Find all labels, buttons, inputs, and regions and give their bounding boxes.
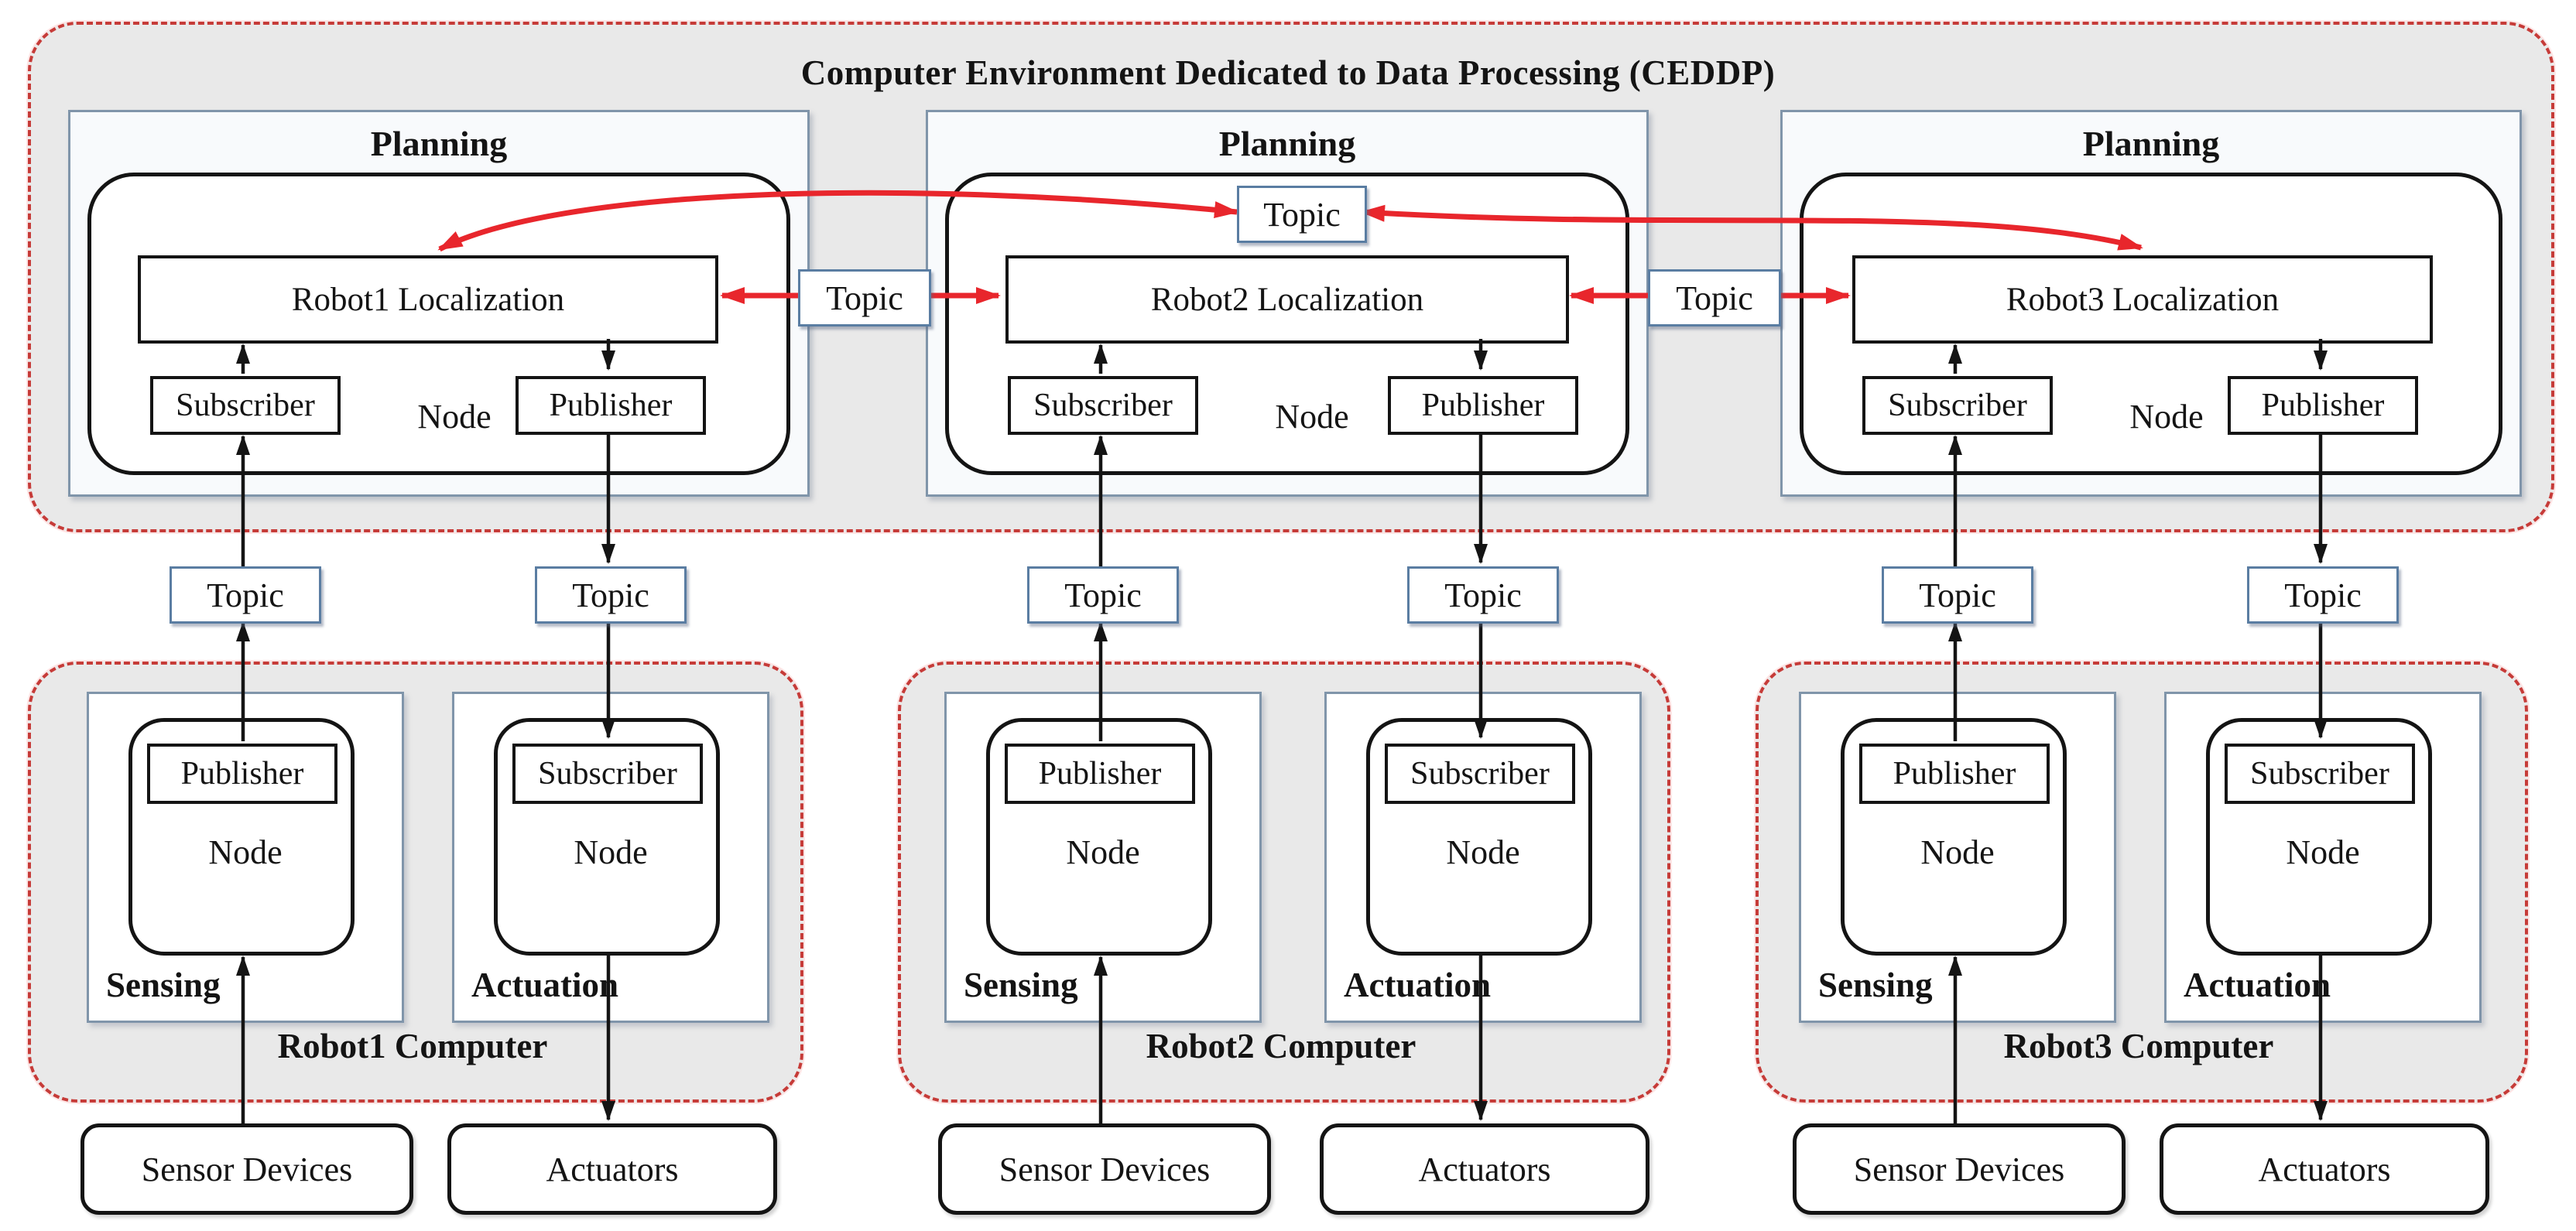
actuation-panel-3: Subscriber Node Actuation <box>2164 692 2482 1023</box>
node-label: Node <box>2286 833 2360 871</box>
node-label: Node <box>574 833 648 871</box>
localization-box-3: Robot3 Localization <box>1852 255 2433 344</box>
topic-box-sensing-3: Topic <box>1882 566 2033 624</box>
topic-box-actuation-1: Topic <box>535 566 687 624</box>
sensing-label: Sensing <box>106 966 221 1004</box>
red-curve-central-topic-loc3 <box>1360 204 2143 251</box>
red-curve-central-topic-loc1 <box>437 190 1239 252</box>
sensing-publisher-box: Publisher <box>1859 744 2050 804</box>
sensing-publisher-box: Publisher <box>1005 744 1195 804</box>
sensor-devices-box-3: Sensor Devices <box>1793 1123 2126 1215</box>
subscriber-box: Subscriber <box>1862 376 2053 435</box>
planning-panel-1: Planning Robot1 Localization Subscriber … <box>68 110 810 497</box>
localization-box-1: Robot1 Localization <box>138 255 718 344</box>
publisher-box: Publisher <box>1388 376 1578 435</box>
publisher-box: Publisher <box>2228 376 2418 435</box>
actuators-box-2: Actuators <box>1320 1123 1649 1215</box>
topic-box-central: Topic <box>1237 186 1367 243</box>
robot-computer-title-1: Robot1 Computer <box>277 1027 548 1065</box>
actuation-label: Actuation <box>2184 966 2331 1004</box>
node-label: Node <box>1275 397 1349 436</box>
actuators-box-3: Actuators <box>2160 1123 2489 1215</box>
node-label: Node <box>417 397 492 436</box>
planning-title: Planning <box>2082 124 2220 163</box>
node-label: Node <box>2129 397 2204 436</box>
actuators-box-1: Actuators <box>447 1123 777 1215</box>
publisher-box: Publisher <box>516 376 706 435</box>
topic-box-actuation-2: Topic <box>1407 566 1559 624</box>
actuation-panel-2: Subscriber Node Actuation <box>1324 692 1642 1023</box>
actuation-subscriber-box: Subscriber <box>512 744 703 804</box>
node-label: Node <box>1920 833 1995 871</box>
sensing-panel-3: Publisher Node Sensing <box>1799 692 2116 1023</box>
node-label: Node <box>1066 833 1140 871</box>
sensing-label: Sensing <box>1818 966 1933 1004</box>
node-label: Node <box>1446 833 1520 871</box>
topic-box-actuation-3: Topic <box>2247 566 2399 624</box>
topic-box-sensing-2: Topic <box>1027 566 1179 624</box>
sensor-devices-box-2: Sensor Devices <box>938 1123 1271 1215</box>
planning-title: Planning <box>1218 124 1356 163</box>
actuation-label: Actuation <box>471 966 618 1004</box>
sensing-publisher-box: Publisher <box>147 744 337 804</box>
sensor-devices-box-1: Sensor Devices <box>80 1123 413 1215</box>
actuation-subscriber-box: Subscriber <box>1385 744 1575 804</box>
robot-computer-title-3: Robot3 Computer <box>2003 1027 2274 1065</box>
topic-box-loc1-loc2: Topic <box>798 269 931 327</box>
robot-computer-title-2: Robot2 Computer <box>1146 1027 1416 1065</box>
sensing-label: Sensing <box>964 966 1078 1004</box>
actuation-subscriber-box: Subscriber <box>2225 744 2415 804</box>
localization-box-2: Robot2 Localization <box>1005 255 1569 344</box>
subscriber-box: Subscriber <box>1008 376 1198 435</box>
topic-box-sensing-1: Topic <box>170 566 321 624</box>
ceddp-title: Computer Environment Dedicated to Data P… <box>800 53 1776 92</box>
actuation-panel-1: Subscriber Node Actuation <box>452 692 769 1023</box>
planning-title: Planning <box>370 124 508 163</box>
node-label: Node <box>208 833 283 871</box>
topic-box-loc2-loc3: Topic <box>1648 269 1781 327</box>
subscriber-box: Subscriber <box>150 376 341 435</box>
actuation-label: Actuation <box>1344 966 1491 1004</box>
